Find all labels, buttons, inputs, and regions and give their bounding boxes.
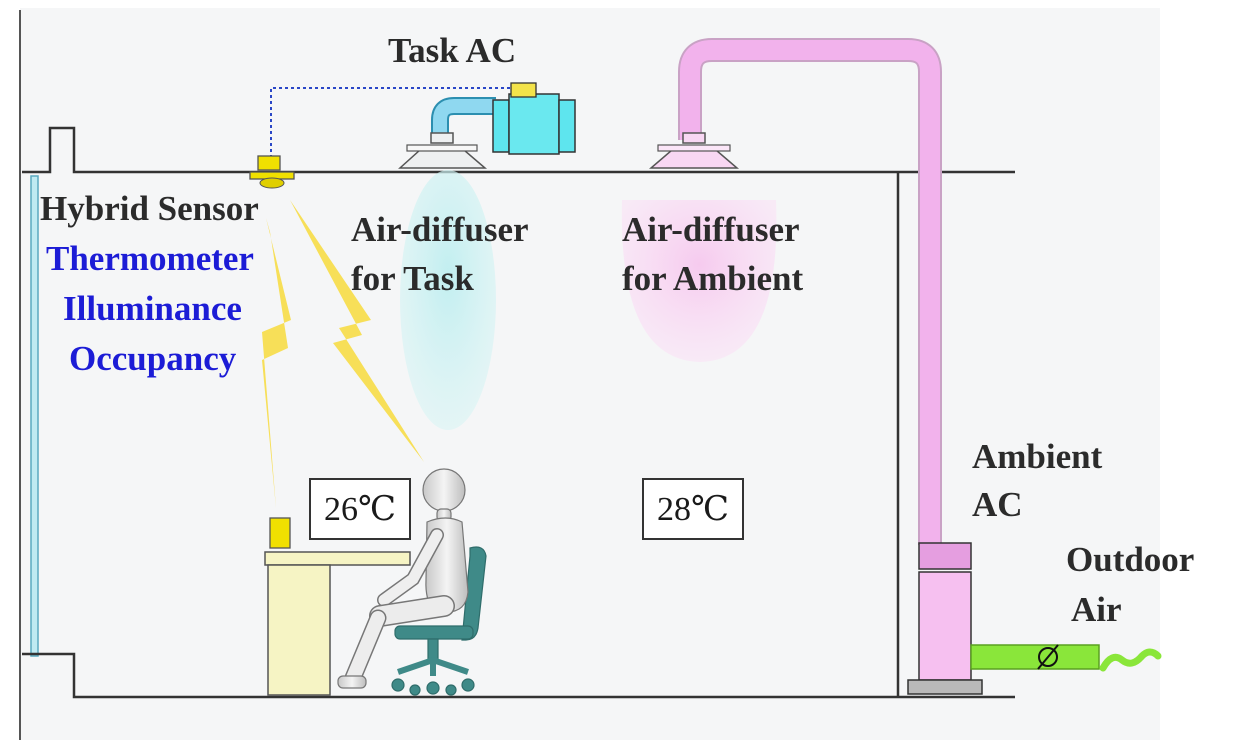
occupancy-label: Occupancy	[69, 339, 237, 378]
office-chair	[391, 546, 487, 696]
task-ac-unit	[492, 82, 576, 155]
hybrid-sensor-device	[249, 155, 295, 189]
wireless-signal-bolt-desk	[262, 218, 291, 508]
illuminance-label: Illuminance	[63, 289, 242, 328]
seated-person	[337, 468, 469, 689]
desk	[264, 551, 411, 696]
task-ac-label: Task AC	[388, 31, 517, 70]
ambient-zone-temperature: 28℃	[642, 478, 744, 540]
hybrid-sensor-label: Hybrid Sensor	[40, 189, 259, 228]
task-air-stream	[400, 170, 496, 430]
task-zone-temperature: 26℃	[309, 478, 411, 540]
desk-sensor-device	[269, 517, 291, 549]
ambient-duct-fill	[680, 40, 940, 545]
ambient-ac-label-line2: AC	[972, 485, 1023, 524]
outdoor-air-label-line1: Outdoor	[1066, 540, 1195, 579]
window-glass	[30, 175, 39, 657]
ambient-diffuser	[648, 132, 740, 169]
ambient-ac-label-line1: Ambient	[972, 437, 1103, 476]
outdoor-air-wave-icon	[1099, 648, 1162, 672]
floor-outline	[22, 652, 1015, 699]
ambient-diffuser-label-line1: Air-diffuser	[622, 210, 800, 249]
outdoor-air-label-line2: Air	[1071, 590, 1122, 629]
ambient-ac-unit	[907, 542, 983, 695]
outdoor-air-duct	[970, 644, 1100, 670]
task-diffuser-label-line1: Air-diffuser	[351, 210, 529, 249]
sensor-signal-line	[270, 87, 512, 158]
ambient-diffuser-label-line2: for Ambient	[622, 259, 804, 298]
thermometer-label: Thermometer	[46, 239, 254, 278]
ceiling-outline	[22, 126, 1015, 174]
task-air-diffuser	[398, 132, 488, 169]
ambient-air-stream	[621, 200, 777, 362]
wireless-signal-bolt-person	[290, 200, 424, 462]
task-diffuser-label-line2: for Task	[351, 259, 474, 298]
